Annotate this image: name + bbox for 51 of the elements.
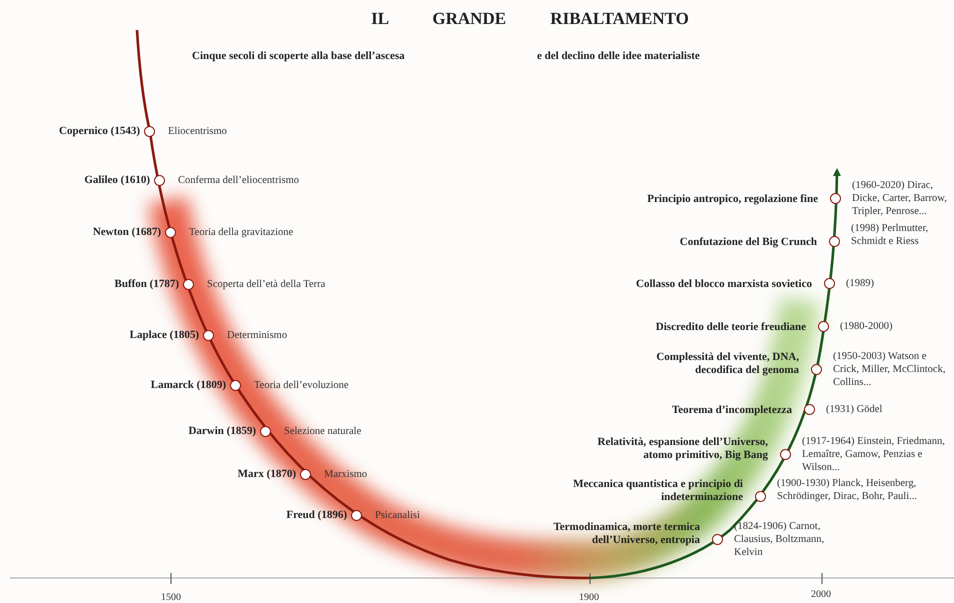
subtitle: e del declino delle idee materialiste [537,50,700,62]
timeline-marker [755,491,766,502]
axis-tick-label: 2000 [811,589,831,600]
title: IL GRANDE RIBALTAMENTO [370,9,690,29]
discovery-label: Psicanalisi [375,509,420,522]
timeline-marker [811,364,822,375]
timeline-marker [780,449,791,460]
event-label: Complessità del vivente, DNA, decodifica del genoma [655,351,799,377]
event-label: Teorema d’incompletezza [670,404,792,417]
timeline-marker [824,278,835,289]
person-date: Galileo (1610) [83,174,150,187]
timeline-marker [804,404,815,415]
timeline-marker [154,175,165,186]
event-label: Confutazione del Big Crunch [678,236,817,249]
date-names: (1950-2003) Watson e Crick, Miller, McClintock, Collins... [833,350,946,389]
event-label: Relatività, espansione dell’Universo, atomo primitivo, Big Bang [596,436,768,462]
date-names: (1980-2000) [840,320,894,333]
discovery-label: Selezione naturale [284,425,362,438]
person-date: Freud (1896) [285,509,347,522]
timeline-marker [829,236,840,247]
date-names: (1989) [846,277,875,290]
subtitle: Cinque secoli di scoperte alla base dell’ascesa [192,50,405,62]
timeline-marker [830,193,841,204]
date-names: (1931) Gödel [826,403,884,416]
person-date: Copernico (1543) [58,125,140,138]
date-names: (1900-1930) Planck, Heisenberg, Schrödinger, Dirac, Bohr, Pauli... [777,477,918,503]
discovery-label: Teoria dell’evoluzione [254,379,349,392]
person-date: Darwin (1859) [187,425,256,438]
person-date: Lamarck (1809) [150,379,226,392]
discovery-label: Scoperta dell’età della Terra [207,278,326,291]
timeline-marker [712,534,723,545]
date-names: (1824-1906) Carnot, Clausius, Boltzmann, Kelvin [734,520,826,559]
event-label: Discredito delle teorie freudiane [654,321,806,334]
axis-tick-label: 1900 [579,592,599,603]
person-date: Newton (1687) [92,226,161,239]
event-label: Principio antropico, regolazione fine [646,193,818,206]
discovery-label: Teoria della gravitazione [189,226,294,239]
timeline-marker [818,321,829,332]
axis-tick-label: 1500 [161,592,181,603]
person-date: Marx (1870) [236,468,296,481]
discovery-label: Eliocentrismo [168,125,227,138]
event-label: Collasso del blocco marxista sovietico [635,278,812,291]
date-names: (1998) Perlmutter, Schmidt e Riess [851,222,930,248]
date-names: (1917-1964) Einstein, Friedmann, Lemaître, Gamow, Penzias e Wilson... [802,435,946,474]
discovery-label: Conferma dell’eliocentrismo [178,174,300,187]
person-date: Buffon (1787) [114,278,179,291]
event-label: Termodinamica, morte termica dell’Universo, entropia [552,521,700,547]
timeline-marker [144,126,155,137]
person-date: Laplace (1805) [128,329,199,342]
discovery-label: Marxismo [324,468,368,481]
date-names: (1960-2020) Dirac, Dicke, Carter, Barrow, Tripler, Penrose... [852,179,948,218]
